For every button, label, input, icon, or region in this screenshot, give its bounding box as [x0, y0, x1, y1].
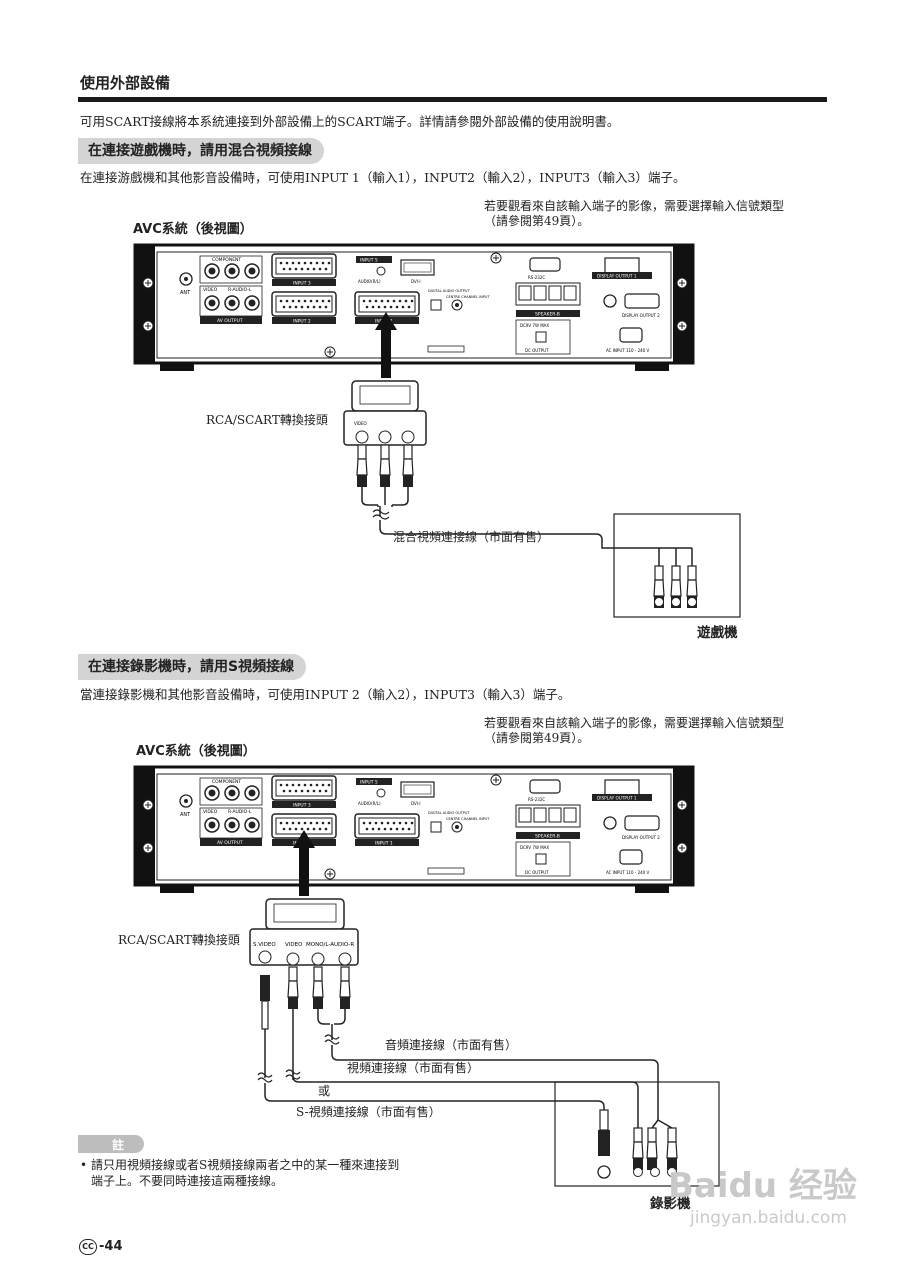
- section1-heading: 在連接遊戲機時，請用混合視頻接線: [78, 138, 324, 164]
- input5-label-1: INPUT 5: [360, 258, 378, 264]
- ac-input-label-1: AC INPUT 110 - 240 V: [606, 348, 649, 353]
- speaker-label-1: SPEAKER-B: [535, 312, 560, 318]
- dvi-label-1: DVI-I: [411, 279, 421, 284]
- r-audio-l-label-1: R-AUDIO-L: [228, 287, 252, 293]
- page-number: -44: [99, 1239, 123, 1254]
- section1-tip-line1: 若要觀看來自該輸入端子的影像，需要選擇輸入信號類型: [484, 199, 785, 213]
- ac-input-label-2: AC INPUT 110 - 240 V: [606, 870, 649, 875]
- digital-label-2: DIGITAL AUDIO OUTPUT: [428, 811, 470, 815]
- video-label-1: VIDEO: [203, 287, 218, 293]
- svideo-cable-label: S-視頻連接線（市面有售）: [296, 1105, 441, 1119]
- rca-scart-adapter-1: VIDEO: [343, 380, 427, 488]
- title-rule: [78, 97, 827, 102]
- watermark-url: jingyan.baidu.com: [690, 1208, 847, 1228]
- insert-arrow-1: [375, 312, 397, 378]
- centre-label-2: CENTRE CHANNEL INPUT: [446, 817, 490, 821]
- adapter1-label: RCA/SCART轉換接頭: [206, 413, 328, 427]
- av-output-label-2: AV OUTPUT: [217, 840, 243, 846]
- video-label-2: VIDEO: [203, 809, 218, 815]
- insert-arrow-2: [293, 830, 315, 896]
- centre-label-1: CENTRE CHANNEL INPUT: [446, 295, 490, 299]
- input3-label-1: INPUT 3: [293, 281, 311, 287]
- adapter1-video-label: VIDEO: [354, 421, 367, 426]
- section2-tip-line2: （請參閱第49頁）。: [484, 731, 590, 745]
- digital-label-1: DIGITAL AUDIO OUTPUT: [428, 289, 470, 293]
- section-title: 使用外部設備: [80, 74, 171, 92]
- intro-text: 可用SCART接線將本系統連接到外部設備上的SCART端子。詳情請參閱外部設備的…: [80, 114, 620, 129]
- section1-body: 在連接游戲機和其他影音設備時，可使用INPUT 1（輸入1），INPUT2（輸入…: [80, 170, 686, 185]
- rca-scart-adapter-2: S.VIDEO VIDEO MONO/L-AUDIO-R: [249, 898, 359, 1030]
- input2-label-1: INPUT 2: [293, 319, 311, 325]
- adapter2-video-label: VIDEO: [285, 942, 303, 948]
- avc-rear-panel-2: ANT COMPONENT VIDEO R-AUDIO-L AV OUTPUT …: [133, 765, 695, 893]
- section2-body: 當連接錄影機和其他影音設備時，可使用INPUT 2（輸入2），INPUT3（輸入…: [80, 687, 571, 702]
- section2-heading: 在連接錄影機時，請用S視頻接線: [78, 654, 307, 680]
- composite-cable-label: 混合視頻連接線（市面有售）: [393, 530, 550, 544]
- component-label-2: COMPONENT: [212, 779, 241, 785]
- audio-label-2: AUDIO(R/L): [358, 801, 381, 806]
- adapter2-mono-label: MONO/L-AUDIO-R: [306, 942, 354, 948]
- av-output-label-1: AV OUTPUT: [217, 318, 243, 324]
- ant-label-2: ANT: [180, 812, 191, 818]
- rs232-label-2: RS-232C: [528, 797, 545, 802]
- display1-label-2: DISPLAY OUTPUT 1: [597, 796, 637, 801]
- diagram2-title: AVC系統（後視圖）: [136, 744, 256, 759]
- display2-label-2: DISPLAY OUTPUT 2: [622, 835, 660, 840]
- note-line1: 請只用視頻接線或者S視頻接線兩者之中的某一種來連接到: [91, 1158, 400, 1172]
- avc-rear-panel-1: ANT COMPONENT VIDEO R-AUDIO-L AV OUTPUT …: [133, 243, 695, 371]
- r-audio-l-label-2: R-AUDIO-L: [228, 809, 252, 815]
- dc-rating-2: DC9V 7W MAX: [520, 845, 549, 850]
- note-line2: 端子上。不要同時連接這兩種接線。: [91, 1174, 284, 1188]
- note-bullet: •: [80, 1158, 88, 1172]
- display2-label-1: DISPLAY OUTPUT 2: [622, 313, 660, 318]
- input1-label-2: INPUT 1: [375, 841, 393, 847]
- game-console-box: [613, 513, 741, 618]
- dc-rating-1: DC9V 7W MAX: [520, 323, 549, 328]
- game-console-label: 遊戲機: [697, 625, 738, 641]
- video-cable-label: 視頻連接線（市面有售）: [347, 1061, 480, 1075]
- section1-tip-line2: （請參閱第49頁）。: [484, 214, 590, 228]
- speaker-label-2: SPEAKER-B: [535, 834, 560, 840]
- dc-output-label-1: DC OUTPUT: [525, 348, 549, 353]
- diagram1-title: AVC系統（後視圖）: [133, 222, 253, 237]
- or-label: 或: [318, 1084, 331, 1098]
- section2-tip-line1: 若要觀看來自該輸入端子的影像，需要選擇輸入信號類型: [484, 716, 785, 730]
- input5-label-2: INPUT 5: [360, 780, 378, 786]
- audio-label-1: AUDIO(R/L): [358, 279, 381, 284]
- dvi-label-2: DVI-I: [411, 801, 421, 806]
- vcr-label: 錄影機: [650, 1196, 691, 1212]
- language-cc-icon: CC: [79, 1239, 97, 1255]
- component-label-1: COMPONENT: [212, 257, 241, 263]
- dc-output-label-2: DC OUTPUT: [525, 870, 549, 875]
- display1-label-1: DISPLAY OUTPUT 1: [597, 274, 637, 279]
- adapter2-label: RCA/SCART轉換接頭: [118, 933, 240, 947]
- note-label: 註: [112, 1138, 125, 1152]
- vcr-box: [554, 1081, 720, 1187]
- ant-label-1: ANT: [180, 290, 191, 296]
- rs232-label-1: RS-232C: [528, 275, 545, 280]
- audio-cable-label: 音頻連接線（市面有售）: [385, 1038, 518, 1052]
- composite-cable-1: [361, 487, 693, 566]
- watermark-logo: Baidu 经验: [668, 1166, 857, 1206]
- input3-label-2: INPUT 3: [293, 803, 311, 809]
- adapter2-svideo-label: S.VIDEO: [253, 942, 276, 948]
- svideo-and-av-cables: [257, 1009, 673, 1130]
- note-badge: [78, 1135, 144, 1153]
